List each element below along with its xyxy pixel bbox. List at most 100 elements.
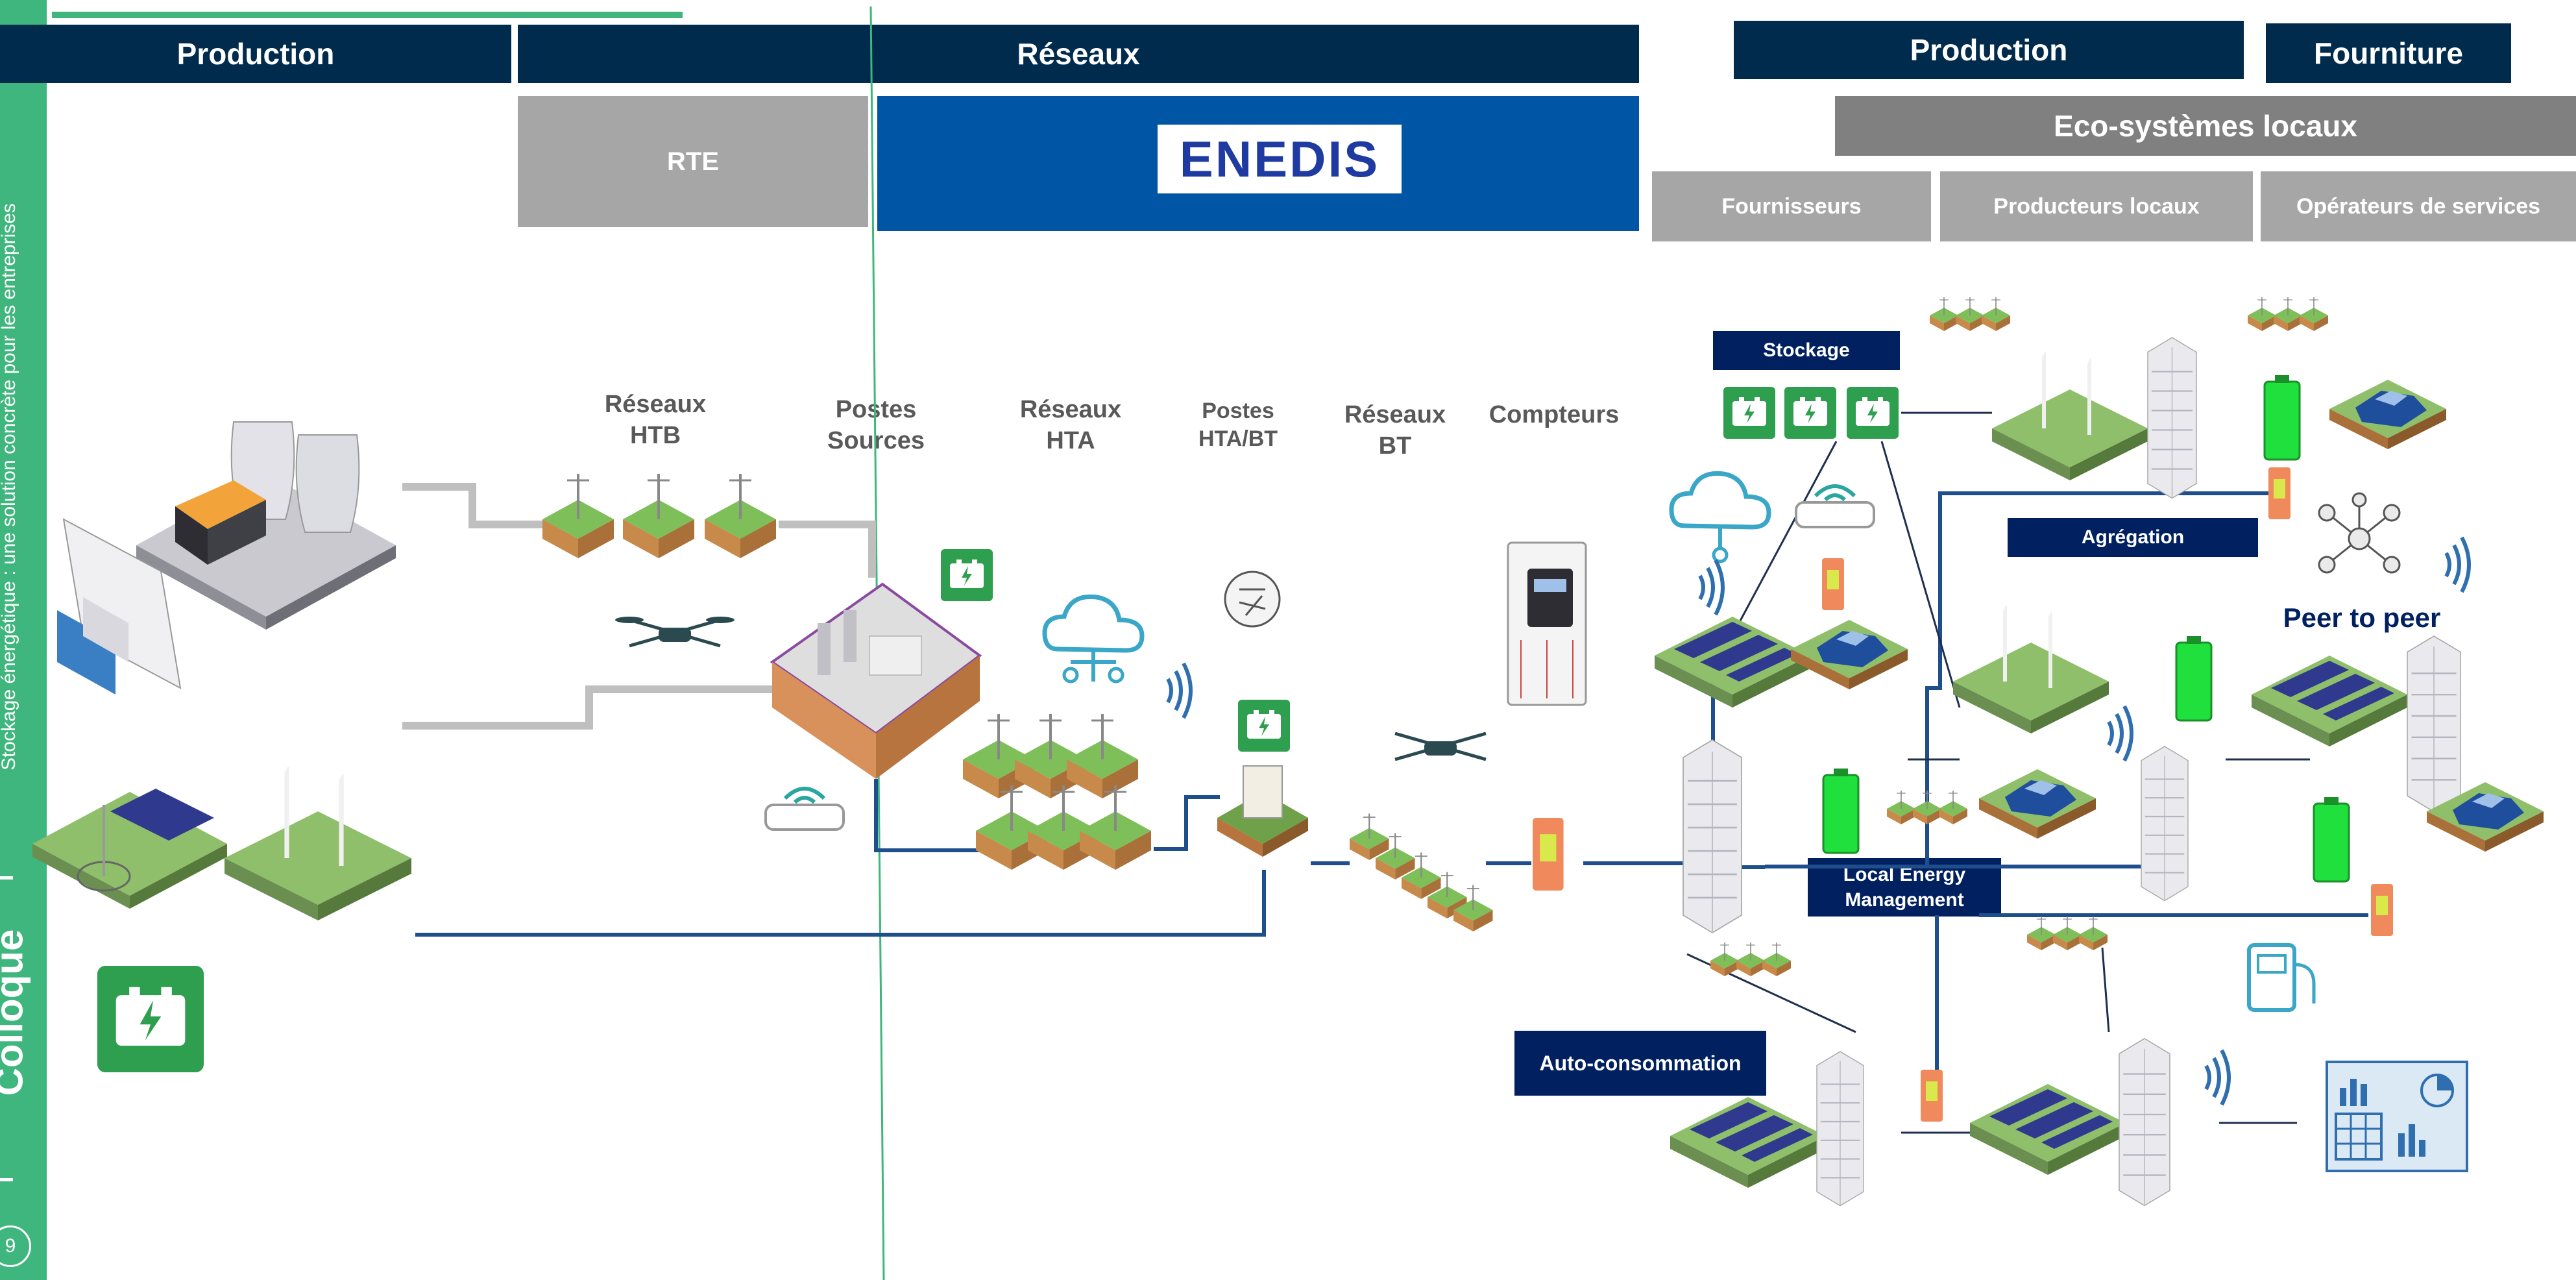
fournisseurs-label: Fournisseurs: [1721, 193, 1862, 219]
agregation-label: Agrégation: [2008, 518, 2258, 557]
substation-icon: [770, 582, 982, 779]
building-icon-2: [2146, 336, 2198, 499]
building-icon-4: [2140, 745, 2189, 902]
solar-panel-icon-2: [2252, 656, 2407, 746]
pylon-icon-bt: [1348, 813, 1494, 933]
battery-icon-tall-3: [2175, 635, 2213, 722]
battery-icon-tall-2: [2263, 374, 2301, 461]
solar-panel-icon-4: [1970, 1084, 2126, 1175]
local-energy-management-text: Local Energy Management: [1843, 864, 1966, 911]
battery-icon-stockage: [1723, 387, 1899, 439]
pylon-icon-htb: [541, 473, 777, 560]
peer-network-icon: [2318, 492, 2401, 574]
wifi-icon-hta: [1168, 663, 1191, 718]
wind-farm-icon-2: [1992, 325, 2148, 480]
solar-farm-icon: [32, 789, 227, 909]
agregation-text: Agrégation: [2081, 526, 2185, 548]
header-fourniture: Fourniture: [2266, 23, 2511, 83]
header-production-right: Production: [1734, 21, 2244, 79]
pylon-icon-local-1: [1886, 790, 1968, 825]
meter-box-icon-local-2: [2268, 467, 2290, 519]
htb-lines: [402, 483, 876, 730]
solar-panel-icon-3: [1670, 1097, 1826, 1188]
header-production-right-text: Production: [1910, 33, 2068, 67]
transformer-icon: [1217, 765, 1308, 857]
page-number-badge: 9: [0, 1225, 31, 1267]
battery-icon-large: [97, 966, 204, 1072]
drone-icon-bt: [1394, 732, 1487, 761]
auto-consommation-text: Auto-consommation: [1539, 1051, 1742, 1075]
enedis-logo: ENEDIS: [1158, 125, 1402, 193]
building-icon-3: [2406, 635, 2462, 813]
solar-panel-icon-1: [1655, 617, 1810, 708]
header-reseaux: Réseaux: [518, 25, 1639, 83]
pylon-icon-hta: [962, 713, 1152, 871]
label-reseaux-hta: Réseaux HTA: [1019, 396, 1122, 454]
pylon-icon-local-top-1: [1929, 297, 2011, 332]
dam-icon: [57, 518, 182, 695]
producteurs-locaux-label: Producteurs locaux: [1993, 193, 2200, 219]
wifi-icon-local: [1700, 560, 1723, 615]
meter-box-icon: [1533, 818, 1564, 891]
peer-to-peer-label: Peer to peer: [2283, 602, 2441, 633]
hydrogen-pump-icon: [2247, 943, 2316, 1012]
ecosystems-title: Eco-systèmes locaux: [2054, 109, 2357, 143]
enedis-logo-text: ENEDIS: [1179, 130, 1380, 188]
producteurs-locaux-box: Producteurs locaux: [1940, 171, 2253, 241]
wifi-icon-mid: [2109, 706, 2132, 761]
sidebar: Stockage énergétique : une solution conc…: [0, 0, 47, 1280]
operateurs-services-box: Opérateurs de services: [2261, 171, 2576, 241]
header-production-left-text: Production: [176, 37, 335, 71]
pylon-icon-local-top-2: [2247, 297, 2329, 332]
electric-car-icon-3: [1979, 769, 2096, 839]
flow-arrows: [1686, 412, 2310, 1134]
label-compteurs: Compteurs: [1488, 401, 1620, 428]
router-icon: [764, 787, 845, 831]
building-icon-1: [1682, 739, 1743, 934]
building-icon-5: [1816, 1050, 1865, 1207]
electric-car-icon-1: [1791, 620, 1908, 689]
meter-box-icon-local-4: [1921, 1070, 1943, 1122]
dashboard-icon: [2326, 1061, 2468, 1172]
header-production-left: Production: [0, 25, 511, 83]
wifi-icon-p2p: [2446, 537, 2469, 592]
ecosystems-title-box: Eco-systèmes locaux: [1835, 96, 2576, 156]
wifi-icon-bottom: [2206, 1050, 2229, 1105]
header-reseaux-text: Réseaux: [1017, 37, 1140, 71]
header-fourniture-text: Fourniture: [2314, 36, 2463, 70]
battery-icon-tall-1: [1822, 767, 1860, 854]
label-postes-hta-bt: Postes HTA/BT: [1198, 399, 1278, 451]
rte-box: RTE: [518, 96, 868, 227]
ai-brain-icon: [1224, 571, 1281, 628]
cloud-network-icon-local: [1669, 471, 1771, 563]
meter-icon: [1507, 541, 1587, 706]
auto-consommation-label: Auto-consommation: [1514, 1031, 1766, 1096]
wind-farm-icon-3: [1953, 578, 2109, 733]
drone-icon: [615, 617, 735, 648]
pylon-icon-local-3: [1710, 942, 1792, 977]
power-plant-icon: [136, 421, 396, 630]
top-accent-line: [52, 12, 683, 18]
pylon-icon-local-2: [2026, 916, 2108, 951]
battery-icon-substation: [941, 549, 993, 601]
meter-box-icon-local-1: [1822, 558, 1844, 610]
building-icon-6: [2118, 1037, 2171, 1207]
meter-box-icon-local-3: [2371, 884, 2393, 936]
fournisseurs-box: Fournisseurs: [1652, 171, 1931, 241]
label-reseaux-bt: Réseaux BT: [1344, 401, 1446, 460]
operateurs-services-label: Opérateurs de services: [2296, 193, 2541, 219]
battery-icon-hta-bt: [1238, 700, 1290, 752]
router-icon-local: [1795, 484, 1875, 528]
sidebar-divider-bottom: [0, 1178, 13, 1181]
electric-car-icon-2: [2329, 380, 2446, 449]
enedis-box: ENEDIS: [877, 96, 1639, 231]
rte-label: RTE: [667, 147, 719, 176]
page-number: 9: [5, 1235, 16, 1257]
wind-farm-icon: [225, 733, 411, 920]
label-reseaux-htb: Réseaux HTB: [604, 391, 707, 449]
sidebar-divider-top: [0, 876, 13, 880]
cloud-network-icon: [1042, 594, 1145, 683]
stockage-text: Stockage: [1763, 339, 1850, 361]
stockage-label: Stockage: [1713, 331, 1900, 370]
